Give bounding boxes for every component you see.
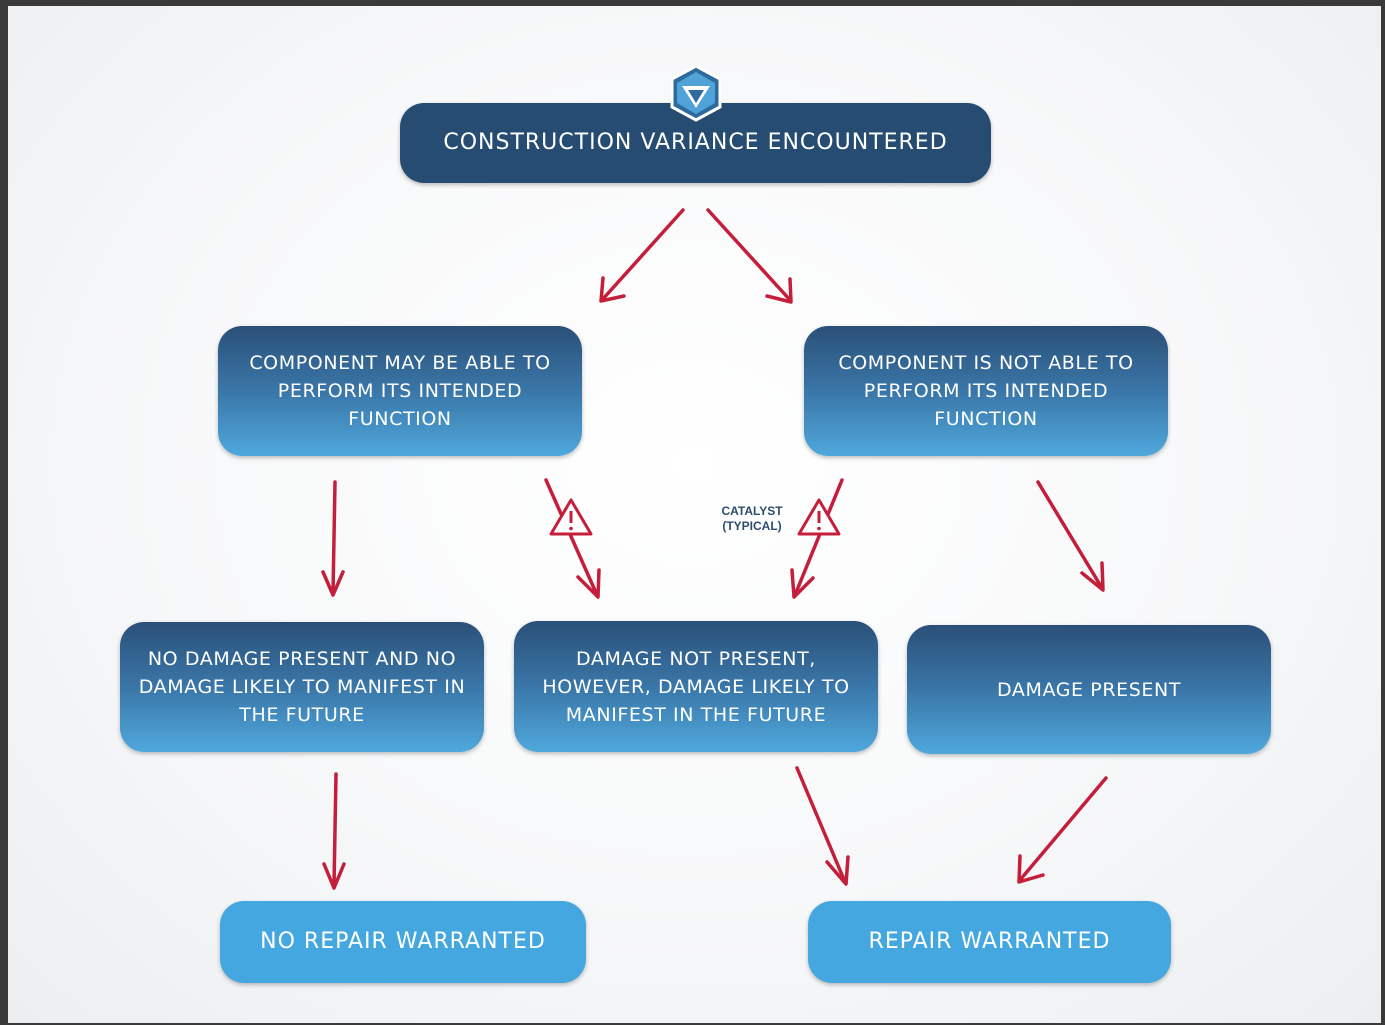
node-repair: REPAIR WARRANTED (808, 901, 1171, 983)
arrow-not-perform-to-damage-present (1036, 480, 1105, 592)
catalyst-label: CATALYST (TYPICAL) (721, 504, 783, 533)
node-damage-likely: DAMAGE NOT PRESENT, HOWEVER, DAMAGE LIKE… (514, 621, 878, 752)
arrow-not-perform-to-damage-likely (790, 478, 844, 599)
warning-triangle-icon (549, 498, 593, 536)
node-label: COMPONENT MAY BE ABLE TO PERFORM ITS INT… (249, 352, 551, 430)
node-label: COMPONENT IS NOT ABLE TO PERFORM ITS INT… (838, 352, 1134, 430)
arrow-may-perform-to-no-damage (321, 480, 345, 597)
node-label: REPAIR WARRANTED (868, 929, 1111, 954)
arrow-damage-present-to-repair (1017, 776, 1108, 884)
arrow-root-to-not-perform (706, 208, 793, 304)
node-label: DAMAGE PRESENT (996, 678, 1182, 701)
node-damage-present: DAMAGE PRESENT (907, 625, 1271, 754)
node-label: NO DAMAGE PRESENT AND NO DAMAGE LIKELY T… (138, 648, 466, 726)
node-no-damage: NO DAMAGE PRESENT AND NO DAMAGE LIKELY T… (120, 622, 484, 752)
arrow-may-perform-to-damage-likely (544, 478, 601, 599)
arrow-no-damage-to-no-repair (322, 772, 346, 890)
node-may-perform: COMPONENT MAY BE ABLE TO PERFORM ITS INT… (218, 326, 582, 456)
node-not-perform: COMPONENT IS NOT ABLE TO PERFORM ITS INT… (804, 326, 1168, 456)
node-label: NO REPAIR WARRANTED (260, 929, 546, 954)
hexagon-triangle-logo (670, 64, 722, 122)
arrow-damage-likely-to-repair (795, 766, 850, 886)
arrow-root-to-may-perform (599, 208, 685, 303)
warning-triangle-icon (797, 498, 841, 536)
node-no-repair: NO REPAIR WARRANTED (220, 901, 586, 983)
node-label: DAMAGE NOT PRESENT, HOWEVER, DAMAGE LIKE… (542, 647, 850, 726)
node-label: CONSTRUCTION VARIANCE ENCOUNTERED (443, 130, 948, 155)
